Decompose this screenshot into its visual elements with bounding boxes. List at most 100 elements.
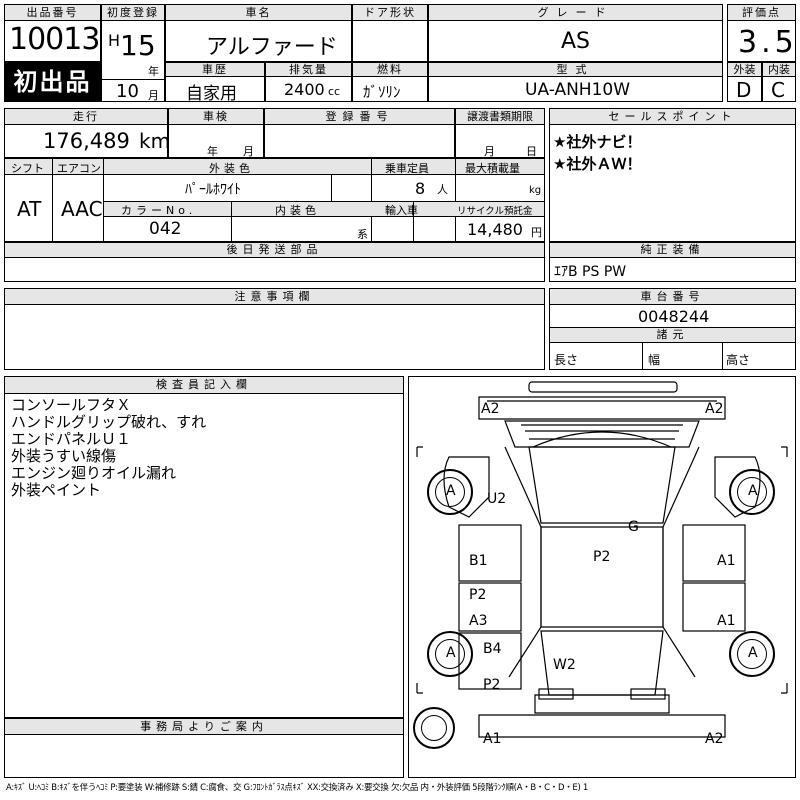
mark-rear-glass: W2 [553,657,576,673]
seats-label: 乗車定員 [385,162,429,175]
chassis-value: 0048244 [638,307,710,326]
inspector-label: 検査員記入欄 [5,377,403,394]
inspection-label: 車検 [169,109,263,125]
history-value: 自家用 [186,84,237,104]
month-unit: 月 [148,89,159,102]
mileage-unit: km [139,129,171,153]
mark-front-left: A2 [481,401,500,417]
era: H [108,31,121,50]
sales-point-box: セールスポイント ★社外ナビ！ ★社外ＡＷ！ [549,108,796,242]
shift-label: シフト [11,162,44,175]
inspector-box: 検査員記入欄 コンソールフタＸ ハンドルグリップ破れ、すれ エンドパネルＵ１ 外… [4,376,404,718]
first-listing-label: 初出品 [4,62,101,102]
inspector-note-6: 外装ペイント [11,481,102,499]
color-value: ﾊﾟｰﾙﾎﾜｲﾄ [185,182,241,198]
car-diagram: A2 A2 A A A A U2 G P2 B1 P2 A3 B4 P2 A1 … [408,376,796,778]
history-box: 車歴 自家用 [165,62,265,104]
mark-left-front-door: B1 [469,553,488,569]
import-label: 輸入車 [385,204,418,217]
mark-rear-left: A1 [483,731,502,747]
mark-windshield: G [628,519,639,535]
mark-left-mid: P2 [469,587,487,603]
ext-score-label: 外装 [728,63,761,77]
fuel-value: ｶﾞｿﾘﾝ [363,83,401,101]
inspector-note-3: エンドパネルＵ１ [11,430,132,448]
inspection-box: 車検 年 月 [168,108,264,158]
first-reg-box: 初度登録 H 15 年 10 月 [101,4,165,102]
mark-left-rear-door: A3 [469,613,488,629]
door-label: ドア形状 [353,5,427,21]
ext-score-value: D [736,78,752,102]
office-box: 事務局よりご案内 [4,718,404,778]
spec-label: 諸元 [550,328,795,343]
mark-wheel-fl: A [446,483,456,499]
inspector-note-2: ハンドルグリップ破れ、すれ [11,413,207,431]
recycle-label: リサイクル預託金 [457,206,533,217]
mark-right-front-door: A1 [717,553,736,569]
color-label: 外装色 [209,162,254,175]
caution-label: 注意事項欄 [5,289,544,305]
recycle-value: 14,480 [467,220,523,239]
int-color-label: 内装色 [275,204,320,217]
displacement-label: 排気量 [266,63,351,77]
reg-month: 10 [116,81,139,102]
int-color-unit: 系 [357,228,368,241]
color-no-label: カラーNo. [121,204,197,217]
chassis-label: 車台番号 [550,289,795,305]
recycle-unit: 円 [531,226,542,239]
width-label: 幅 [648,353,661,367]
inspector-note-4: 外装うすい線傷 [11,447,117,465]
chassis-box: 車台番号 0048244 諸元 長さ 幅 高さ [549,288,796,370]
length-label: 長さ [554,353,579,367]
reg-year: 15 [120,29,156,62]
score-value: 3.5 [738,25,798,60]
ac-value: AAC [61,197,103,221]
model-label: 型式 [429,63,722,77]
mark-rear-right: A2 [705,731,724,747]
inspection-month-unit: 月 [243,145,254,158]
transfer-box: 譲渡書類期限 月 日 [455,108,545,158]
height-label: 高さ [726,353,751,367]
mileage-value: 176,489 [43,129,130,153]
int-score-value: C [771,78,785,102]
fuel-label: 燃料 [353,63,427,77]
mark-left-bottom: P2 [483,677,501,693]
grade-box: グレード AS [428,4,723,62]
equipment-label: 純正装備 [550,243,795,258]
mark-front-right: A2 [705,401,724,417]
wheel-front-left [427,469,473,515]
model-box: 型式 UA-ANH10W [428,62,723,102]
name-box: 車名 アルファード [165,4,352,62]
grade-label: グレード [429,5,722,21]
history-label: 車歴 [166,63,264,77]
car-name: アルファード [206,35,338,60]
mark-wheel-rr: A [748,645,758,661]
transfer-day-unit: 日 [526,145,537,158]
sales-point-label: セールスポイント [550,109,795,125]
displacement-value: 2400 [284,80,325,99]
wheel-front-right [729,469,775,515]
lot-label: 出品番号 [5,5,100,21]
legend: A:ｷｽﾞ U:ﾍｺﾐ B:ｷｽﾞを伴うﾍｺﾐ P:要塗装 W:補修跡 S:錆 … [6,783,589,793]
mark-right-rear-door: A1 [717,613,736,629]
door-box: ドア形状 [352,4,428,62]
spec-grid: シフト エアコン 外装色 乗車定員 最大積載量 AT AAC ﾊﾟｰﾙﾎﾜｲﾄ … [4,158,545,242]
score-box: 評価点 3.5 [727,4,796,62]
mileage-label: 走行 [5,109,167,125]
caution-box: 注意事項欄 [4,288,545,370]
equipment-value: ｴｱB PS PW [554,264,627,280]
mileage-box: 走行 176,489 km [4,108,171,158]
int-score-box: 内装 C [762,62,796,102]
lot-box: 出品番号 10013 [4,4,101,62]
later-parts-label: 後日発送部品 [5,243,544,258]
office-label: 事務局よりご案内 [5,719,403,735]
transfer-month-unit: 月 [484,145,495,158]
ext-score-box: 外装 D [727,62,762,102]
color-no-value: 042 [149,219,182,239]
first-reg-label: 初度登録 [102,5,164,21]
car-outline [416,381,788,738]
reg-number-box: 登録番号 [264,108,455,158]
grade-value: AS [561,29,591,54]
mark-left-rear: B4 [483,641,502,657]
load-label: 最大積載量 [465,162,520,175]
